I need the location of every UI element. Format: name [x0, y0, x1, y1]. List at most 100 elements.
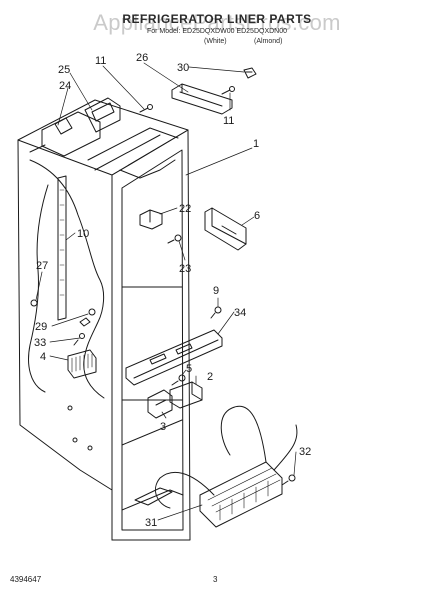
liner-shelf-line-3	[121, 419, 183, 446]
cover-34-slot-1	[149, 353, 167, 365]
liner-hole-1	[72, 437, 78, 443]
callout-1: 1	[253, 138, 259, 150]
heater-31	[155, 405, 298, 528]
leader-31	[157, 504, 203, 521]
liner-rail-ticks	[59, 189, 65, 296]
heater-31-wire-left	[155, 471, 215, 509]
leader-29	[51, 313, 89, 327]
cover-34-slot-2	[175, 343, 193, 355]
wire-harness-27	[28, 184, 49, 393]
callout-23: 23	[179, 263, 191, 275]
cover-34-edge	[133, 339, 219, 379]
shelf-support-6-slot	[221, 225, 237, 235]
housing-base-24	[41, 111, 101, 157]
callout-34: 34	[234, 307, 246, 319]
callout-9: 9	[213, 285, 219, 297]
callout-4: 4	[40, 351, 46, 363]
leader-1	[185, 147, 253, 176]
screw-32-head	[288, 474, 296, 482]
liner-inner-opening	[121, 149, 184, 531]
callout-11-right: 11	[223, 115, 234, 127]
callout-31: 31	[145, 517, 157, 529]
liner-bottom-pan	[121, 489, 184, 511]
screw-11-right	[221, 86, 235, 95]
bracket-26-crease	[179, 91, 223, 107]
housing-tab	[29, 144, 46, 153]
heater-31-grid	[219, 480, 269, 521]
liner-hole-2	[87, 445, 93, 451]
callout-5: 5	[186, 363, 192, 375]
diagram-subtitle: For Model: ED25DQXDW00 ED25DQXDN00	[146, 28, 288, 35]
screw-9	[210, 306, 222, 319]
leader-10	[65, 232, 76, 241]
screw-11-left	[139, 104, 153, 113]
callout-24: 24	[59, 80, 71, 92]
screw-9-head	[214, 306, 222, 314]
leader-33	[49, 337, 81, 343]
leader-6	[241, 216, 255, 226]
liner-left-wall	[17, 139, 113, 491]
leader-27	[35, 271, 43, 301]
bracket-2-fold	[191, 381, 203, 401]
fastener-33-head	[79, 333, 85, 339]
baffle-4-fins	[71, 353, 93, 373]
liner-top-lip	[119, 159, 176, 179]
bracket-2	[169, 381, 203, 409]
heater-31-panel	[199, 461, 283, 528]
footer-page-number: 3	[213, 575, 218, 584]
baffle-4	[67, 349, 97, 379]
housing-knob	[54, 117, 73, 135]
callout-27: 27	[36, 260, 48, 272]
color-white-label: (White)	[204, 38, 227, 45]
liner-top-recess	[87, 127, 179, 161]
heater-31-ribs	[207, 467, 281, 513]
screw-11-right-head	[229, 86, 235, 92]
diagram-title: REFRIGERATOR LINER PARTS	[122, 12, 312, 26]
callout-29: 29	[35, 321, 47, 333]
leader-22	[159, 207, 178, 215]
fastener-33-shaft	[73, 339, 79, 346]
callout-25: 25	[58, 64, 70, 76]
bracket-26	[171, 83, 233, 115]
screw-9-shaft	[210, 312, 216, 319]
housing-cover-slot	[91, 102, 115, 122]
callout-11-left: 11	[95, 55, 106, 67]
grommet-27	[30, 299, 38, 307]
bracket-3-body	[147, 389, 173, 419]
heater-31-wire-top	[220, 405, 267, 463]
watermark: AppliancePartsPros.com	[93, 10, 341, 35]
callout-numbers: 25 24 11 26 30 11 1 22 6 10 27 23 9 34 2…	[34, 52, 311, 529]
liner-hole-3	[67, 405, 73, 411]
bracket-22	[139, 209, 163, 230]
leader-30	[188, 66, 245, 73]
leader-11-left	[102, 65, 145, 110]
bracket-22-body	[139, 209, 163, 230]
bracket-3	[147, 389, 173, 419]
liner-bottom-recess	[134, 487, 173, 506]
color-almond-label: (Almond)	[254, 38, 283, 45]
liner-front-frame	[111, 129, 191, 541]
screw-32	[281, 474, 296, 486]
liner-top-ridge	[94, 134, 161, 171]
callout-10: 10	[77, 228, 89, 240]
shelf-support-6-fold	[211, 207, 247, 245]
clip-30-body	[243, 67, 257, 79]
screw-5-head	[178, 374, 186, 382]
liner-rail-10	[57, 175, 67, 321]
heater-31-wire-right	[273, 424, 298, 471]
screw-11-left-head	[147, 104, 153, 110]
callout-26: 26	[136, 52, 148, 64]
leader-23	[178, 240, 186, 261]
leader-25	[69, 72, 93, 111]
leader-5	[181, 369, 187, 376]
callout-32: 32	[299, 446, 311, 458]
leader-26	[143, 62, 189, 93]
screw-11-right-shaft	[221, 89, 231, 95]
baffle-4-body	[67, 349, 97, 379]
fasteners-29-33	[73, 308, 96, 346]
callout-22: 22	[179, 203, 191, 215]
callout-33: 33	[34, 337, 46, 349]
footer-part-number: 4394647	[10, 575, 42, 584]
screw-11-left-shaft	[139, 107, 149, 113]
bracket-3-slot	[155, 399, 167, 406]
